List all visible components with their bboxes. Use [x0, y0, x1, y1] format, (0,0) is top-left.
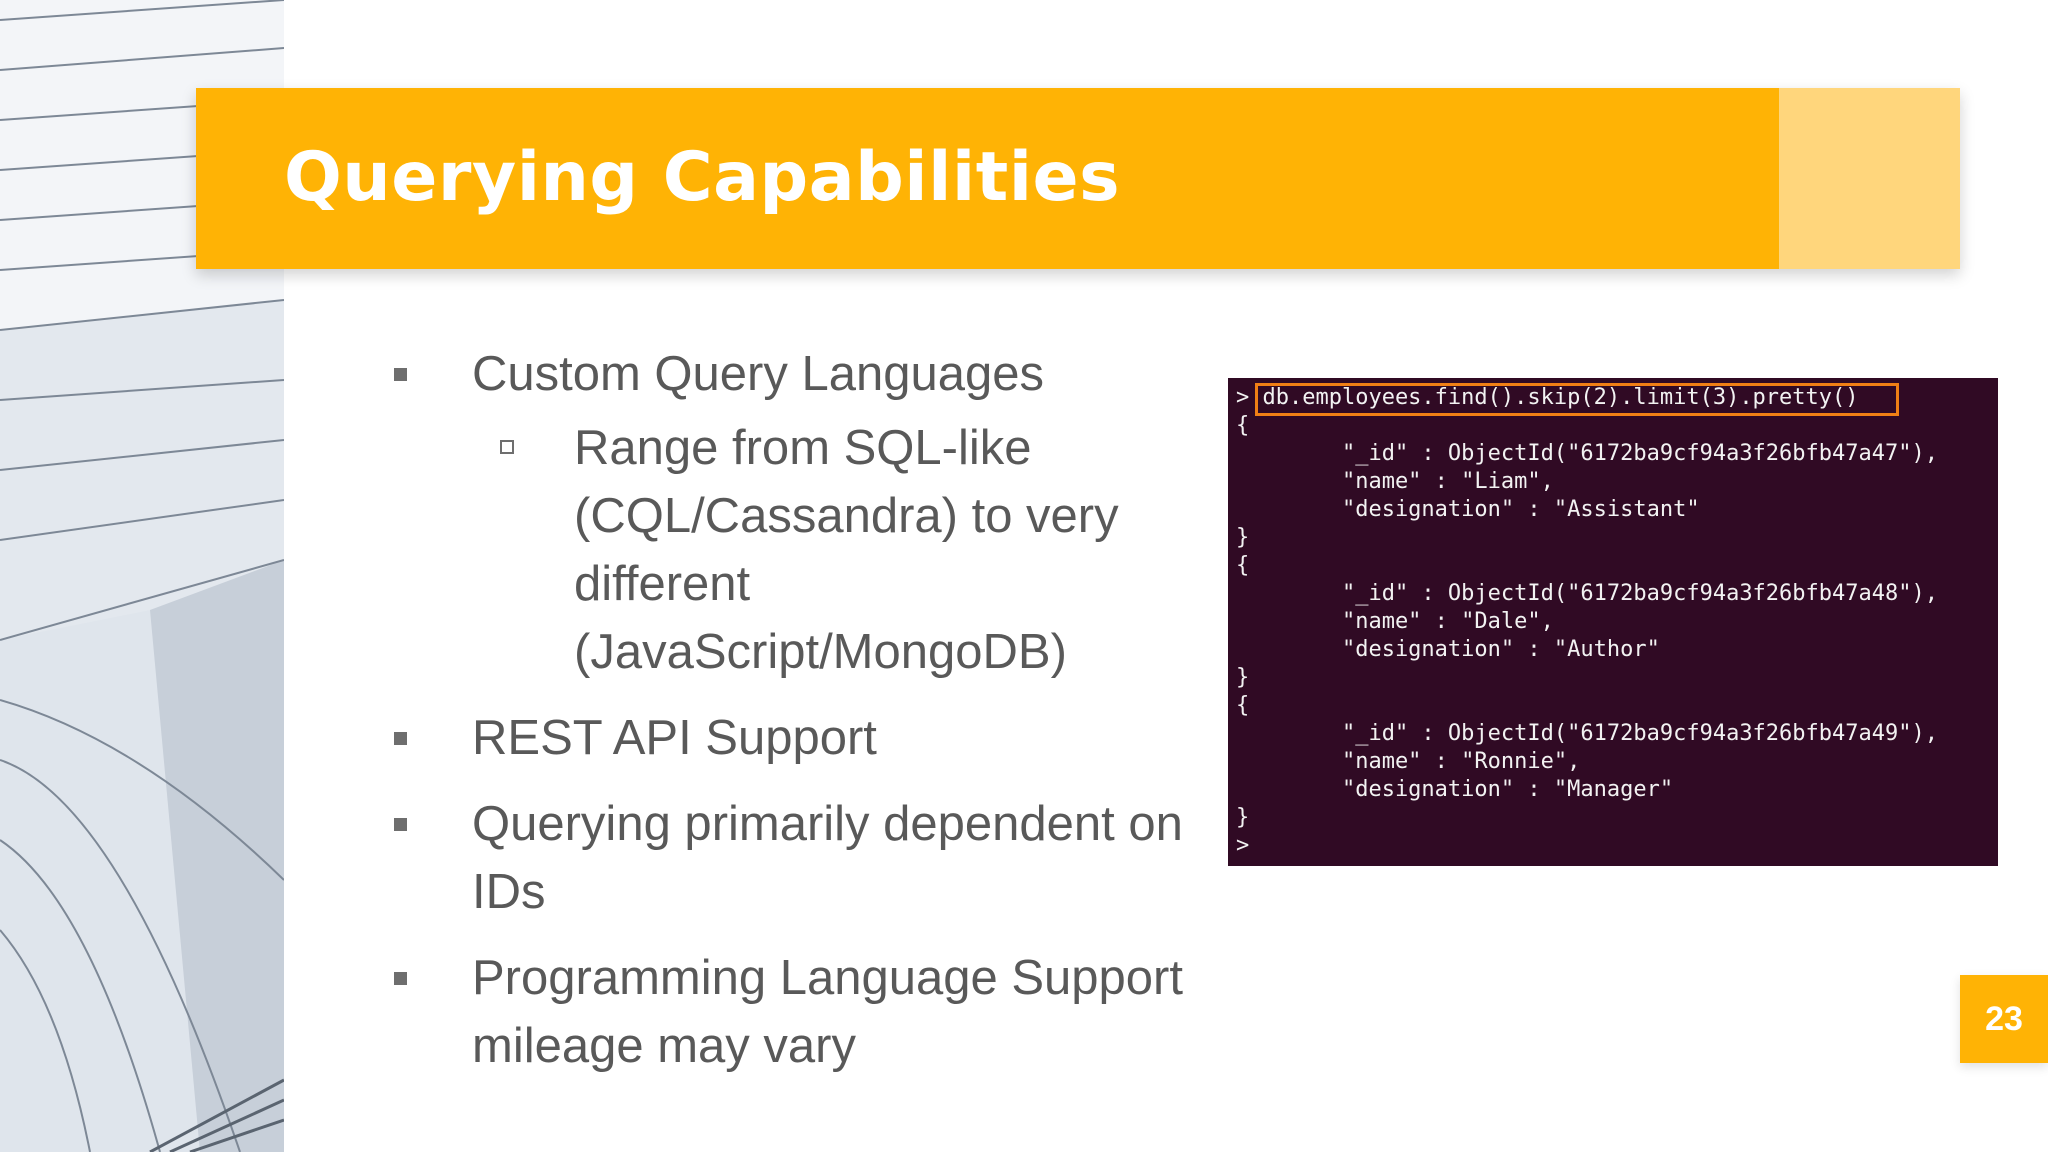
terminal-line: "name" : "Liam", [1236, 469, 1554, 494]
sub-bullet-item: Range from SQL-like (CQL/Cassandra) to v… [390, 414, 1230, 686]
terminal-line: "_id" : ObjectId("6172ba9cf94a3f26bfb47a… [1236, 721, 1938, 746]
terminal-line: "_id" : ObjectId("6172ba9cf94a3f26bfb47a… [1236, 441, 1938, 466]
sub-bullet-text: Range from SQL-like (CQL/Cassandra) to v… [574, 421, 1119, 679]
square-bullet-icon [394, 732, 407, 745]
terminal-line: "name" : "Ronnie", [1236, 749, 1581, 774]
terminal-line: > [1236, 833, 1250, 858]
terminal-line: "name" : "Dale", [1236, 609, 1554, 634]
square-bullet-icon [394, 368, 407, 381]
command-highlight-box [1255, 383, 1899, 416]
hollow-square-bullet-icon [500, 440, 514, 454]
banner-accent-block [1779, 88, 1960, 269]
bullet-list: Custom Query Languages Range from SQL-li… [390, 340, 1230, 1098]
terminal-line: } [1236, 805, 1250, 830]
bullet-item: Querying primarily dependent on IDs [390, 790, 1230, 926]
terminal-line: { [1236, 413, 1250, 438]
terminal-line: { [1236, 553, 1250, 578]
bullet-text: Programming Language Support mileage may… [472, 951, 1183, 1073]
terminal-line: > db.employees.find().skip(2).limit(3).p… [1236, 385, 1859, 410]
bullet-item: REST API Support [390, 704, 1230, 772]
terminal-line: "designation" : "Author" [1236, 637, 1660, 662]
terminal-line: "_id" : ObjectId("6172ba9cf94a3f26bfb47a… [1236, 581, 1938, 606]
square-bullet-icon [394, 972, 407, 985]
bullet-text: REST API Support [472, 711, 877, 765]
title-banner: Querying Capabilities [196, 88, 1960, 269]
bullet-text: Querying primarily dependent on IDs [472, 797, 1183, 919]
square-bullet-icon [394, 818, 407, 831]
terminal-screenshot: > db.employees.find().skip(2).limit(3).p… [1228, 378, 1998, 866]
terminal-line: "designation" : "Assistant" [1236, 497, 1700, 522]
bullet-text: Custom Query Languages [472, 347, 1044, 401]
bullet-item: Custom Query Languages [390, 340, 1230, 408]
page-number-badge: 23 [1960, 975, 2048, 1063]
terminal-line: } [1236, 665, 1250, 690]
terminal-line: } [1236, 525, 1250, 550]
terminal-line: "designation" : "Manager" [1236, 777, 1674, 802]
bullet-item: Programming Language Support mileage may… [390, 944, 1230, 1080]
terminal-line: { [1236, 693, 1250, 718]
slide-title: Querying Capabilities [284, 138, 1121, 217]
